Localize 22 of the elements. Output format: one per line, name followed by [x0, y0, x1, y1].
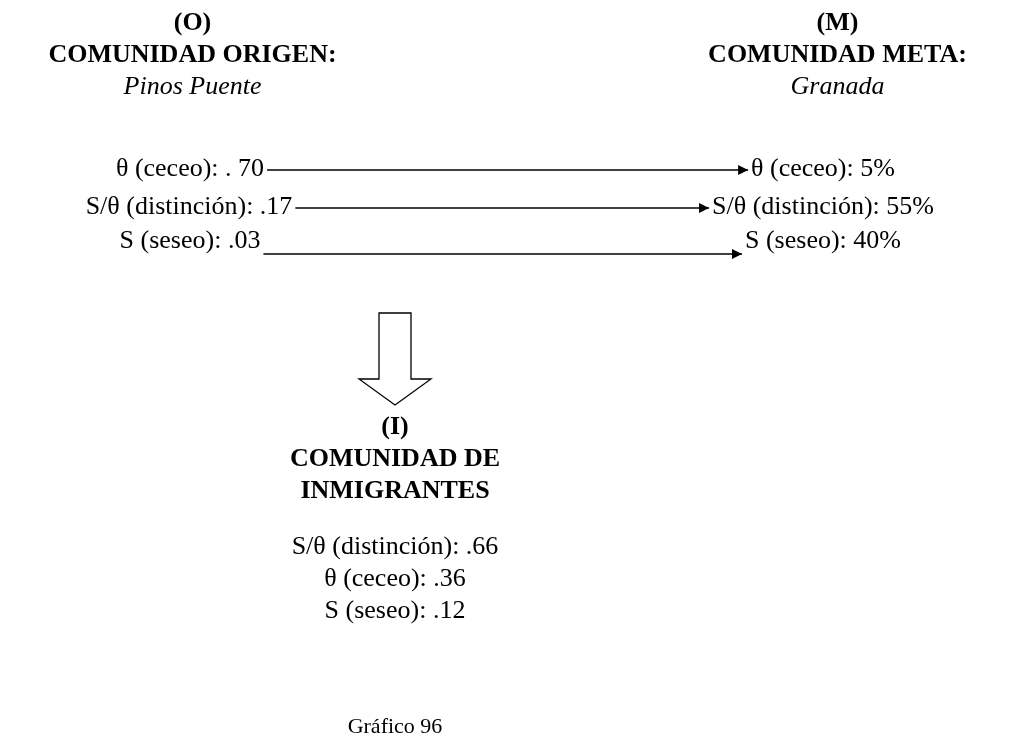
- arrow: [294, 203, 710, 213]
- value-text: S (seseo): .03: [119, 224, 261, 256]
- value-text: S (seseo): 40%: [745, 224, 901, 256]
- value-text: S/θ (distinción): .66: [291, 530, 499, 562]
- arrow: [262, 249, 743, 259]
- value-text: θ (ceceo): 5%: [751, 152, 895, 184]
- hollow-block-arrow: [357, 312, 433, 406]
- place-name: Granada: [790, 70, 885, 102]
- heading-text: COMUNIDAD ORIGEN:: [48, 38, 337, 70]
- caption: Gráfico 96: [346, 712, 444, 740]
- value-text: S/θ (distinción): 55%: [712, 190, 934, 222]
- heading-text: (M): [816, 6, 859, 38]
- value-text: S (seseo): .12: [324, 594, 466, 626]
- value-text: S/θ (distinción): .17: [85, 190, 293, 222]
- value-text: θ (ceceo): .36: [324, 562, 466, 594]
- heading-text: (O): [173, 6, 212, 38]
- arrow: [266, 165, 749, 175]
- heading-text: COMUNIDAD META:: [708, 38, 967, 70]
- heading-text: (I): [381, 410, 409, 442]
- heading-text: COMUNIDAD DE INMIGRANTES: [288, 442, 502, 506]
- value-text: θ (ceceo): . 70: [115, 152, 265, 184]
- place-name: Pinos Puente: [123, 70, 262, 102]
